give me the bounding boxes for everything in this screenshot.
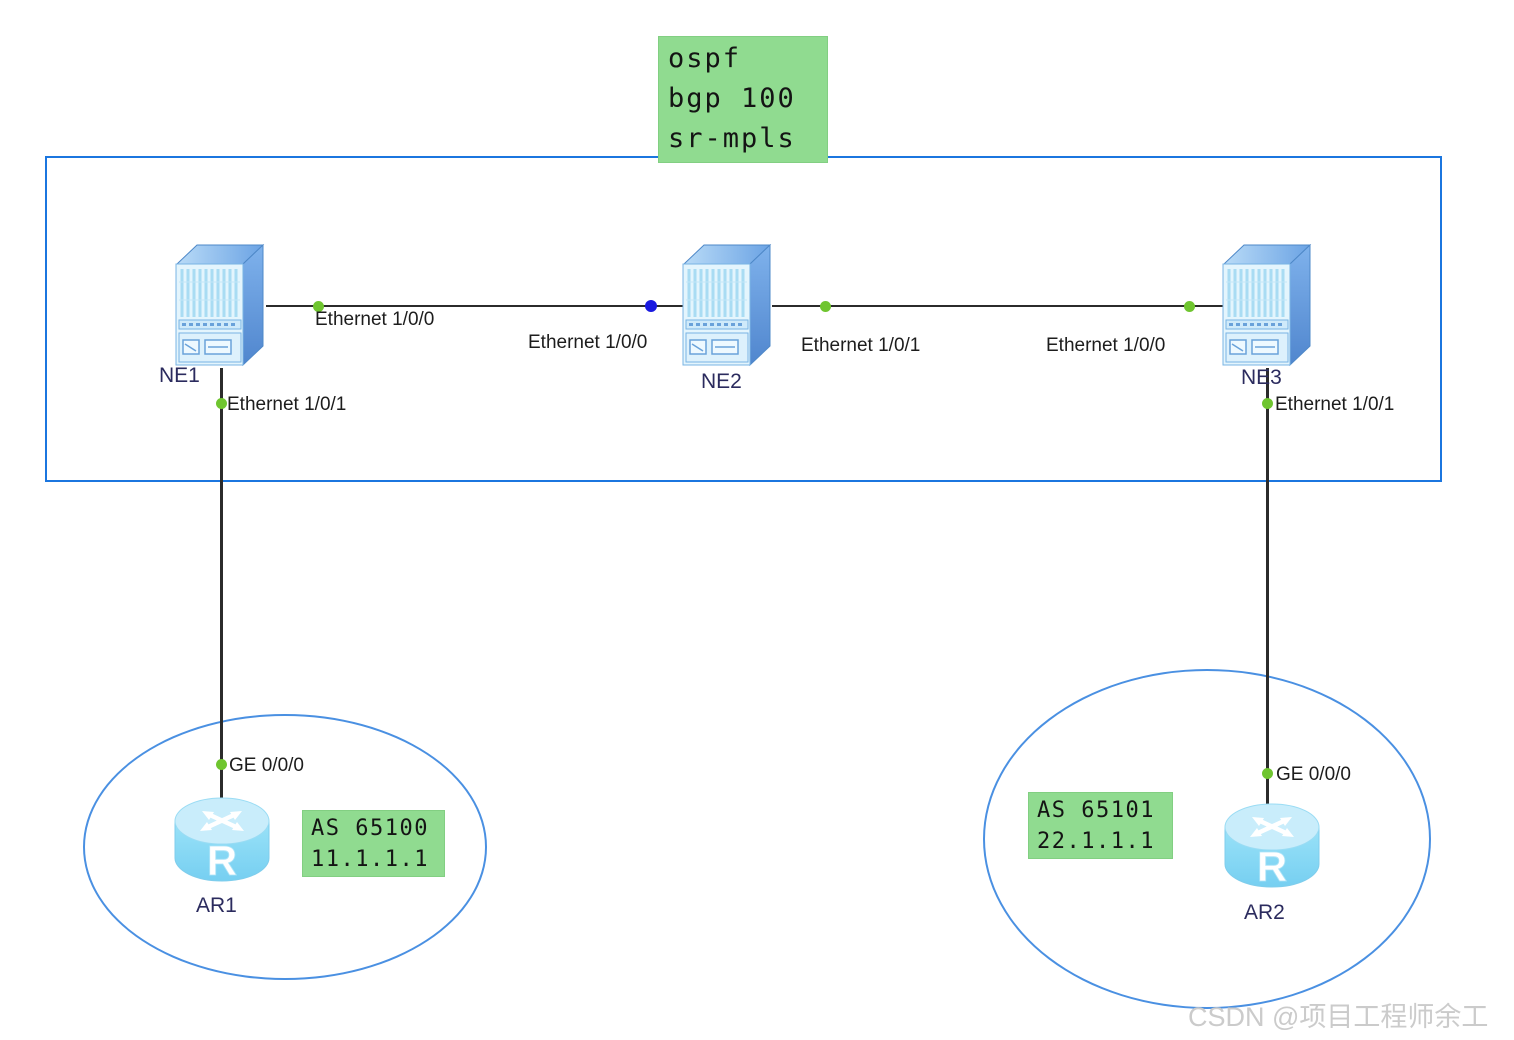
port-dot-ne3-eth100 <box>1184 301 1195 312</box>
iflabel-ne1-eth101: Ethernet 1/0/1 <box>227 394 347 415</box>
annotation-line: 11.1.1.1 <box>311 847 429 872</box>
protocols-annotation-box[interactable]: ospf bgp 100 sr-mpls <box>658 36 828 163</box>
link-ne1-ne2[interactable] <box>266 305 683 307</box>
link-ne2-ne3[interactable] <box>772 305 1223 307</box>
ar2-router-icon[interactable] <box>1222 800 1322 892</box>
port-dot-ne1-eth101 <box>216 398 227 409</box>
annotation-line: 22.1.1.1 <box>1037 829 1155 854</box>
link-ne1-ar1[interactable] <box>220 368 223 798</box>
annotation-line: bgp 100 <box>668 83 796 114</box>
ar1-label: AR1 <box>196 894 237 917</box>
iflabel-ar2-ge000: GE 0/0/0 <box>1276 764 1351 785</box>
ne2-router-icon[interactable] <box>681 242 773 368</box>
ne3-label: NE3 <box>1241 366 1282 389</box>
csdn-watermark: CSDN @项目工程师余工 <box>1188 1002 1489 1032</box>
ne1-router-icon[interactable] <box>174 242 266 368</box>
ne1-label: NE1 <box>159 364 200 387</box>
as65101-ellipse[interactable] <box>983 669 1431 1009</box>
port-dot-ne2-eth101 <box>820 301 831 312</box>
iflabel-ne3-eth101: Ethernet 1/0/1 <box>1275 394 1395 415</box>
ar2-label: AR2 <box>1244 901 1285 924</box>
annotation-line: AS 65101 <box>1037 798 1155 823</box>
as65100-ellipse[interactable] <box>83 714 487 980</box>
ar1-router-icon[interactable] <box>172 794 272 886</box>
annotation-line: AS 65100 <box>311 816 429 841</box>
ne3-router-icon[interactable] <box>1221 242 1313 368</box>
iflabel-ne2-eth100: Ethernet 1/0/0 <box>528 332 648 353</box>
port-dot-ar2-ge000 <box>1262 768 1273 779</box>
iflabel-ar1-ge000: GE 0/0/0 <box>229 755 304 776</box>
annotation-line: ospf <box>668 43 742 74</box>
iflabel-ne1-eth100: Ethernet 1/0/0 <box>315 309 435 330</box>
port-dot-ne1-eth100 <box>313 301 324 312</box>
iflabel-ne3-eth100: Ethernet 1/0/0 <box>1046 335 1166 356</box>
annotation-line: sr-mpls <box>668 123 796 154</box>
ar2-as-annotation-box[interactable]: AS 65101 22.1.1.1 <box>1028 792 1173 859</box>
port-dot-ne2-eth100 <box>645 300 657 312</box>
port-dot-ar1-ge000 <box>216 759 227 770</box>
port-dot-ne3-eth101 <box>1262 398 1273 409</box>
ne2-label: NE2 <box>701 370 742 393</box>
link-ne3-ar2[interactable] <box>1266 368 1269 804</box>
iflabel-ne2-eth101: Ethernet 1/0/1 <box>801 335 921 356</box>
ar1-as-annotation-box[interactable]: AS 65100 11.1.1.1 <box>302 810 445 877</box>
